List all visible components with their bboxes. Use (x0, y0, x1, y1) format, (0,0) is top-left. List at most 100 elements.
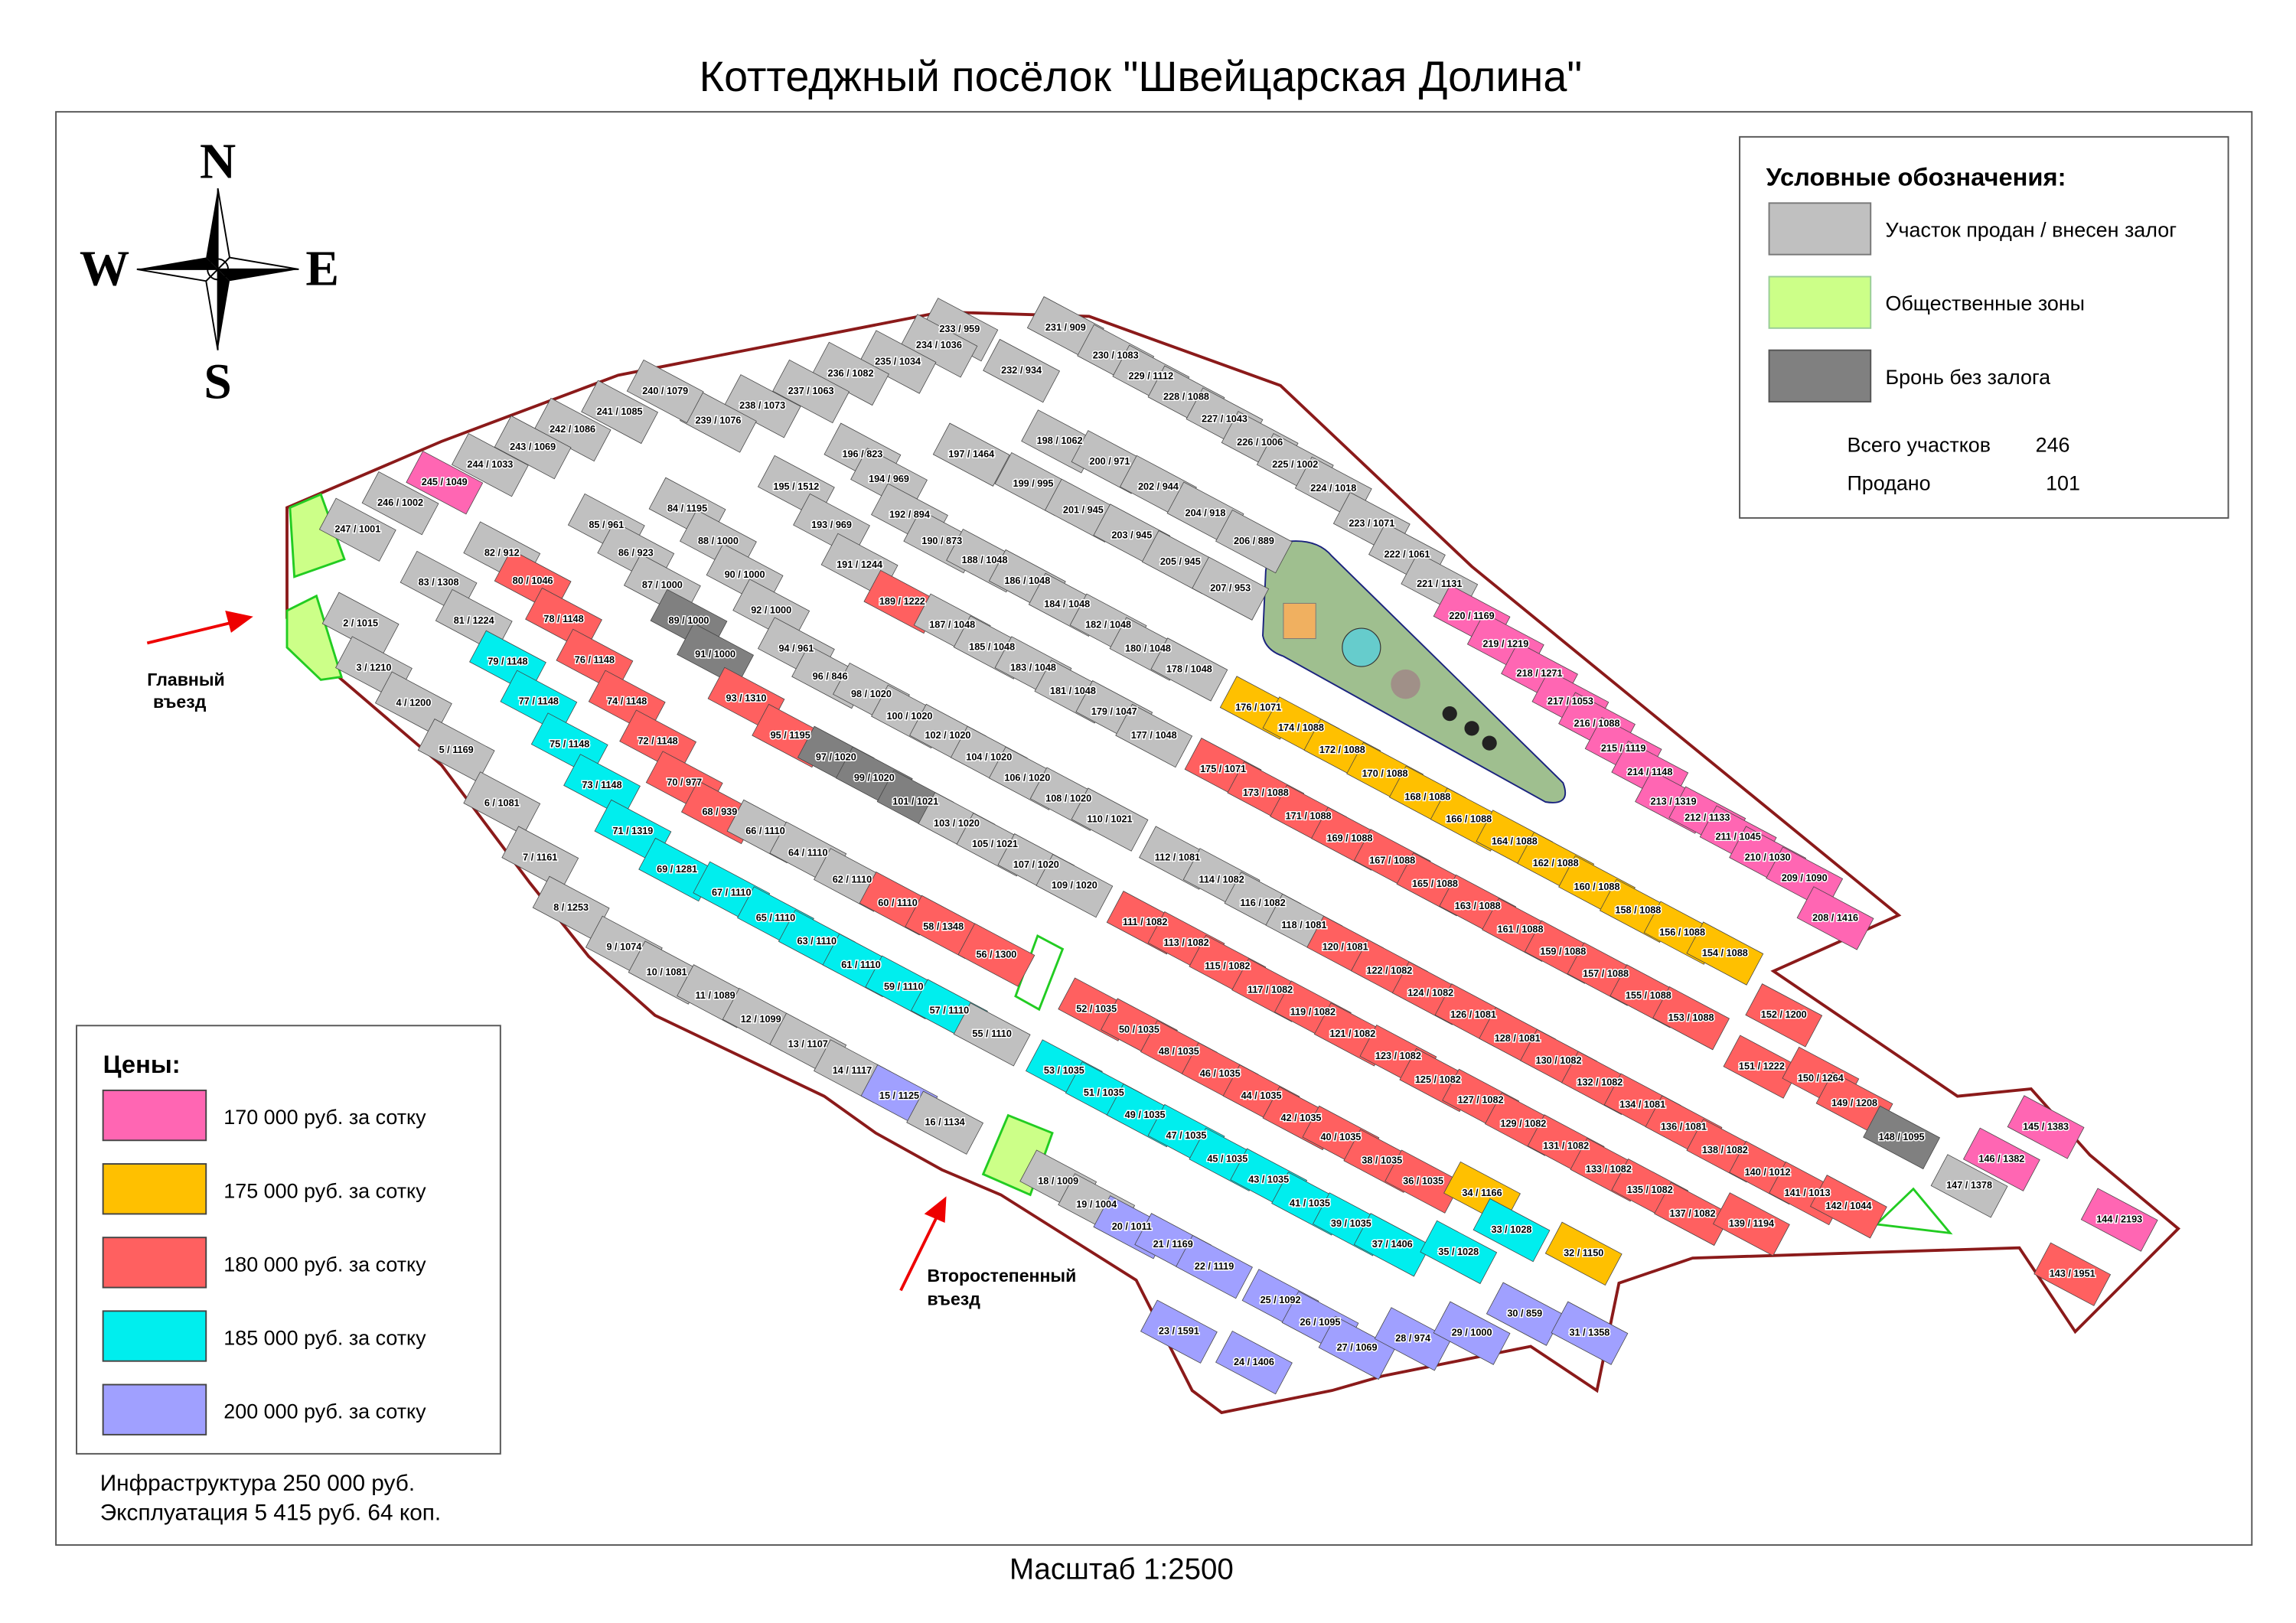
plot-tile[interactable] (772, 359, 850, 424)
plot-label: 73 / 1148 (582, 780, 621, 790)
plot-tile[interactable] (1652, 986, 1730, 1051)
plot-tile[interactable] (1215, 1330, 1293, 1395)
legend-swatch-sold (1768, 202, 1872, 256)
plot-label: 171 / 1088 (1286, 811, 1332, 822)
plot-label: 97 / 1020 (816, 752, 856, 763)
plot-label: 137 / 1082 (1670, 1208, 1716, 1219)
plot-tile[interactable] (417, 719, 495, 783)
plot-tile[interactable] (1930, 1154, 2008, 1218)
plot-tile[interactable] (1318, 1315, 1396, 1380)
plot-tile[interactable] (406, 451, 484, 515)
plot-tile[interactable] (494, 415, 572, 480)
plot-tile[interactable] (1745, 983, 1823, 1048)
plot-tile[interactable] (957, 923, 1035, 987)
plot-label: 107 / 1020 (1013, 859, 1059, 870)
plot-label: 60 / 1110 (878, 898, 918, 908)
plot-label: 237 / 1063 (788, 386, 834, 396)
plot-tile[interactable] (1420, 1220, 1498, 1285)
plot-label: 21 / 1169 (1153, 1239, 1193, 1250)
plot-tile[interactable] (1544, 1221, 1623, 1286)
plot-label: 41 / 1035 (1290, 1198, 1330, 1208)
plot-tile[interactable] (1433, 1301, 1511, 1365)
plot-tile[interactable] (1071, 787, 1149, 852)
plot-tile[interactable] (1374, 1307, 1452, 1371)
plot-label: 118 / 1081 (1281, 920, 1326, 930)
plot-tile[interactable] (1796, 886, 1874, 950)
price-label-180: 180 000 руб. за сотку (223, 1253, 426, 1276)
plot-label: 167 / 1088 (1369, 855, 1415, 865)
legend-label-sold: Участок продан / внесен залог (1885, 219, 2177, 242)
plot-label: 90 / 1000 (725, 569, 765, 580)
plot-label: 70 / 977 (667, 777, 702, 787)
plot-tile[interactable] (451, 432, 529, 497)
plot-label: 238 / 1073 (739, 400, 785, 411)
plot-tile[interactable] (500, 670, 578, 734)
plot-tile[interactable] (581, 380, 659, 445)
plot-tile[interactable] (2007, 1095, 2085, 1159)
plot-tile[interactable] (626, 359, 704, 424)
plot-label: 182 / 1048 (1085, 620, 1131, 631)
plot-tile[interactable] (1551, 1301, 1629, 1365)
plot-tile[interactable] (1115, 703, 1193, 768)
plot-tile[interactable] (1686, 921, 1764, 986)
plot-label: 20 / 1011 (1112, 1221, 1152, 1232)
plot-tile[interactable] (1176, 1234, 1253, 1299)
plot-label: 117 / 1082 (1247, 984, 1293, 995)
plot-tile[interactable] (463, 771, 541, 836)
plot-tile[interactable] (1962, 1127, 2040, 1191)
plot-label: 89 / 1000 (669, 615, 709, 626)
plot-tile[interactable] (1140, 1299, 1218, 1364)
plot-tile[interactable] (906, 1090, 984, 1155)
plot-tile[interactable] (932, 422, 1010, 487)
plot-tile[interactable] (1654, 1181, 1731, 1247)
plot-label: 50 / 1035 (1119, 1024, 1159, 1035)
sold-plots-label: Продано (1847, 471, 1930, 494)
plot-tile[interactable] (1473, 1198, 1551, 1263)
plot-label: 91 / 1000 (695, 649, 735, 660)
plot-tile[interactable] (953, 1002, 1031, 1067)
plot-tile[interactable] (1035, 853, 1114, 918)
compass-north: N (200, 134, 236, 189)
plot-tile[interactable] (374, 671, 452, 735)
sold-plots-value: 101 (2046, 471, 2080, 494)
plot-tile[interactable] (983, 338, 1061, 403)
plot-tile[interactable] (361, 471, 439, 536)
plot-label: 93 / 1310 (726, 693, 767, 704)
plot-tile[interactable] (318, 497, 396, 562)
plot-label: 175 / 1071 (1200, 764, 1246, 774)
plot-tile[interactable] (1150, 637, 1228, 702)
plot-tile[interactable] (1863, 1105, 1941, 1170)
plot-tile[interactable] (2033, 1242, 2112, 1306)
plot-tile[interactable] (1215, 509, 1293, 574)
plot-tile[interactable] (1713, 1192, 1790, 1256)
plot-label: 38 / 1035 (1362, 1155, 1402, 1166)
plot-label: 86 / 923 (618, 547, 654, 558)
plot-tile[interactable] (1353, 1213, 1431, 1277)
plot-label: 124 / 1082 (1407, 987, 1453, 998)
status-legend: Условные обозначения: Участок продан / в… (1739, 135, 2229, 519)
plot-label: 2 / 1015 (343, 618, 378, 629)
plot-tile[interactable] (859, 330, 937, 394)
plot-tile[interactable] (1192, 556, 1270, 621)
total-plots-value: 246 (2036, 433, 2070, 456)
plot-label: 233 / 959 (939, 324, 980, 334)
plot-tile[interactable] (2080, 1188, 2158, 1252)
plot-label: 114 / 1082 (1199, 874, 1244, 885)
plot-label: 173 / 1088 (1243, 787, 1289, 798)
compass-rose-icon (136, 187, 299, 350)
plot-label: 230 / 1083 (1093, 350, 1139, 361)
plot-tile[interactable] (619, 709, 697, 774)
plot-label: 150 / 1264 (1798, 1073, 1844, 1084)
plot-label: 172 / 1088 (1319, 745, 1365, 755)
plot-label: 221 / 1131 (1417, 578, 1462, 589)
plot-label: 163 / 1088 (1455, 901, 1501, 911)
plot-label: 226 / 1006 (1237, 437, 1283, 448)
plot-tile[interactable] (1809, 1175, 1887, 1239)
plot-label: 229 / 1112 (1129, 371, 1174, 382)
plot-tile[interactable] (501, 826, 579, 890)
plot-tile[interactable] (563, 754, 641, 818)
plot-label: 225 / 1002 (1272, 459, 1318, 470)
plot-label: 59 / 1110 (884, 982, 924, 992)
price-swatch-175 (102, 1163, 207, 1215)
plot-tile[interactable] (677, 623, 755, 687)
